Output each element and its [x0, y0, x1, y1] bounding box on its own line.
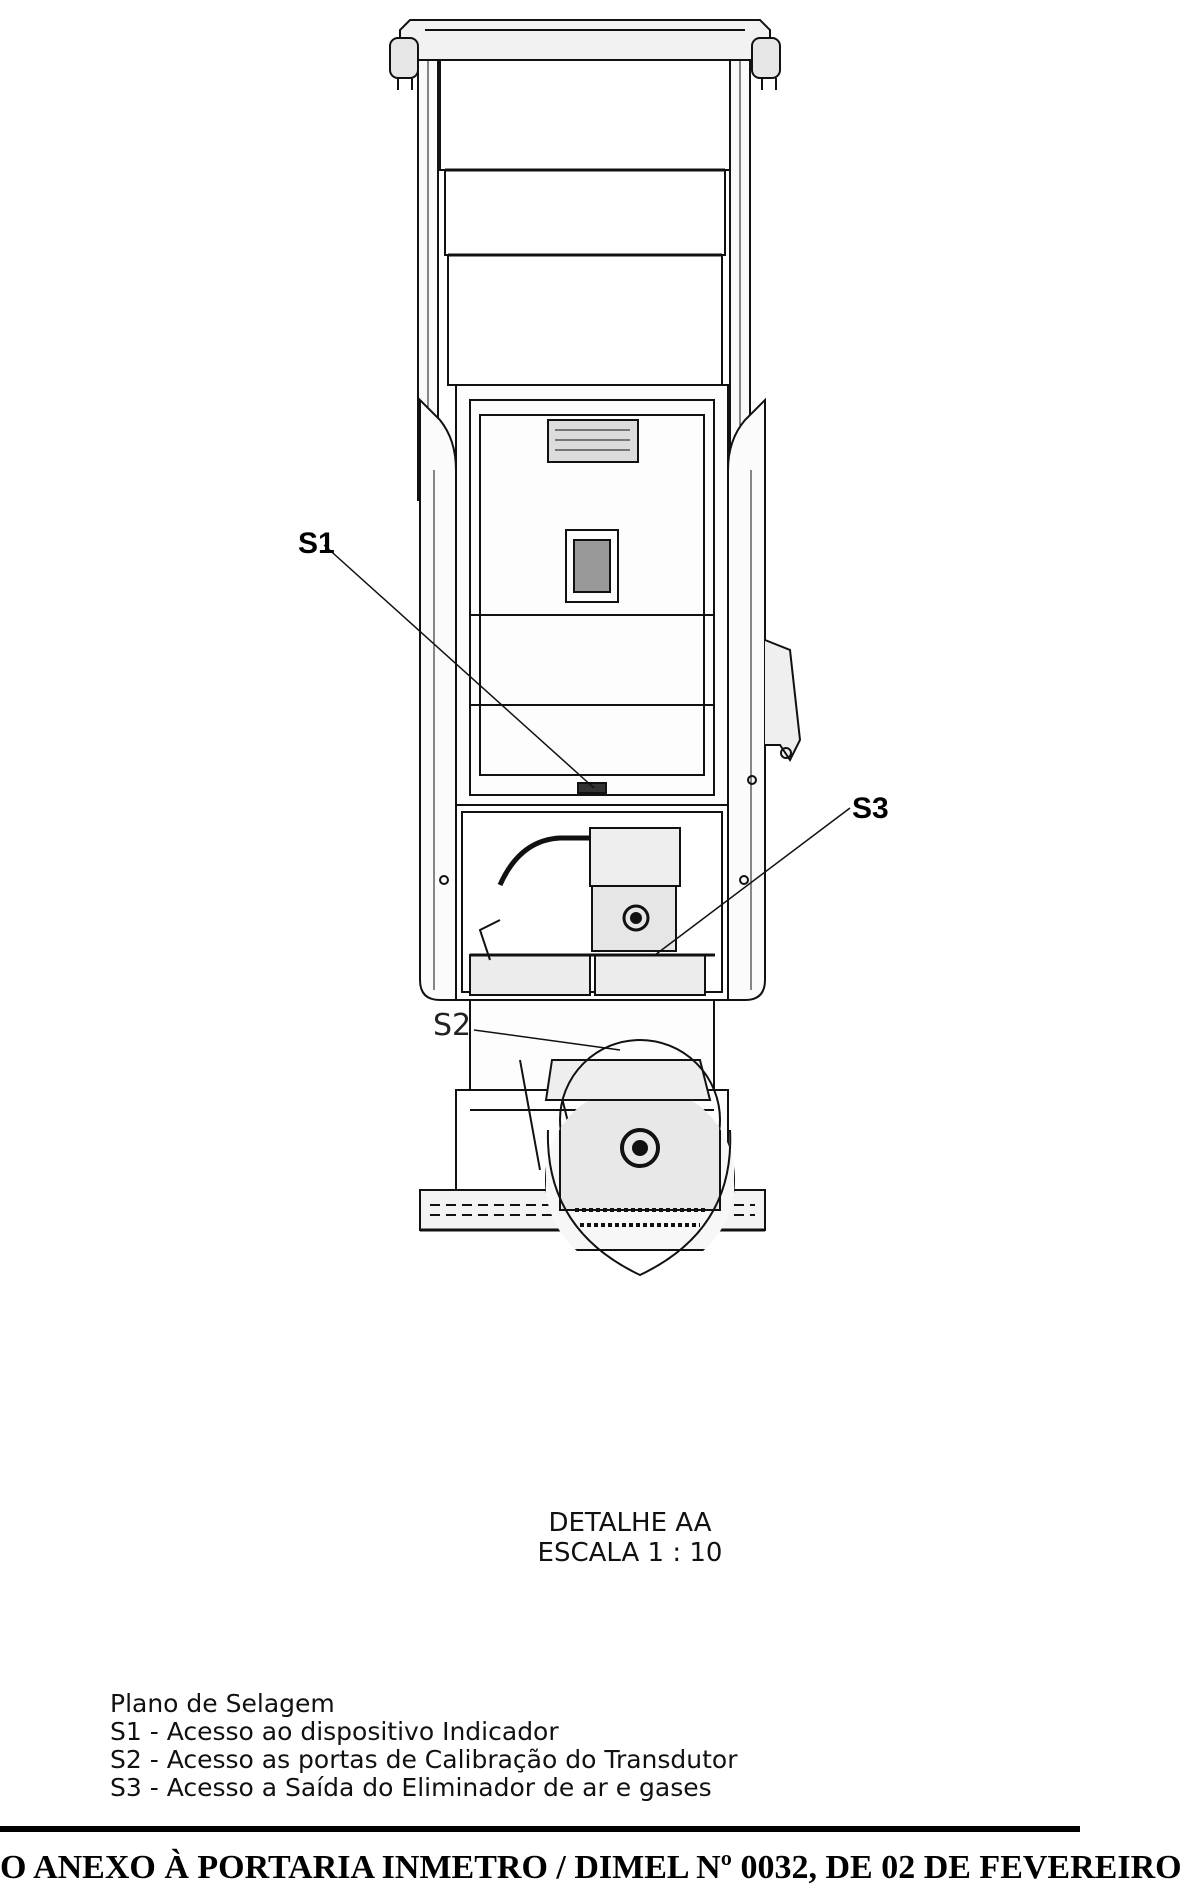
- detail-scale: ESCALA 1 : 10: [537, 1538, 723, 1568]
- legend-title: Plano de Selagem: [110, 1689, 335, 1718]
- legend-item-s1: S1 - Acesso ao dispositivo Indicador: [110, 1717, 559, 1746]
- upper-panel: [439, 59, 731, 386]
- s1-leader-line: [323, 544, 595, 789]
- detail-title: DETALHE AA: [548, 1508, 712, 1538]
- s2-leader-line: [473, 1029, 621, 1051]
- legend-item-s3: S3 - Acesso a Saída do Eliminador de ar …: [110, 1773, 712, 1802]
- legend-item-s2: S2 - Acesso as portas de Calibração do T…: [110, 1745, 738, 1774]
- callout-s3: S3: [852, 792, 889, 825]
- side-columns: [419, 397, 802, 1001]
- footer-divider: [0, 1826, 1080, 1832]
- callout-s1: S1: [298, 527, 335, 560]
- main-cabinet: [455, 384, 729, 806]
- footer-text: O ANEXO À PORTARIA INMETRO / DIMEL Nº 00…: [0, 1849, 1182, 1886]
- hydraulic-compartment: [455, 804, 729, 1061]
- dispenser-technical-drawing: [323, 19, 851, 1277]
- callout-s2: S2: [433, 1008, 472, 1043]
- s3-leader-line: [654, 807, 851, 956]
- detail-aa-view: [544, 1039, 735, 1277]
